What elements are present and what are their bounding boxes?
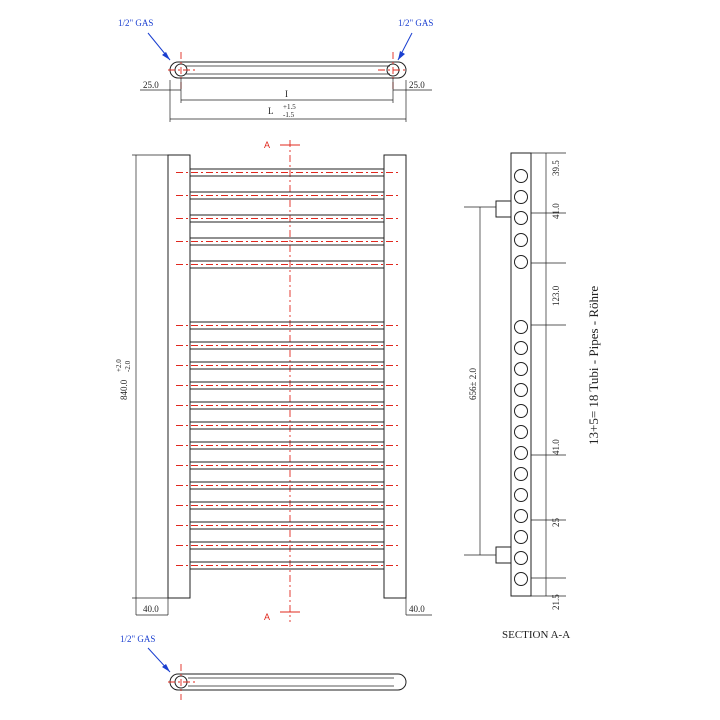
- tube-5: [189, 260, 385, 269]
- bottom-view: [168, 664, 407, 700]
- section-title: SECTION A-A: [502, 629, 570, 641]
- tube-4: [189, 237, 385, 246]
- top-view: [140, 52, 432, 122]
- section-tube-16: [514, 530, 528, 544]
- gas-label-top-right: 1/2" GAS: [398, 18, 433, 28]
- section-tube-13: [514, 467, 528, 481]
- section-mark-bottom: A: [264, 612, 270, 622]
- section-inlet-top: [495, 200, 512, 218]
- horizontal-tubes: [176, 168, 398, 570]
- section-tube-1: [514, 169, 528, 183]
- tube-12: [189, 441, 385, 450]
- height-dim: 840.0: [119, 379, 129, 400]
- tube-3: [189, 214, 385, 223]
- section-tube-2: [514, 190, 528, 204]
- section-dim-3: 123.0: [551, 285, 561, 306]
- right-collector: [383, 154, 407, 599]
- centers-dim: 656± 2.0: [468, 368, 478, 400]
- gas-label-bottom: 1/2" GAS: [120, 634, 155, 644]
- tube-14: [189, 481, 385, 490]
- bottom-rail-outline: [169, 673, 407, 691]
- section-tube-6: [514, 320, 528, 334]
- section-tube-9: [514, 383, 528, 397]
- section-tube-5: [514, 255, 528, 269]
- section-mark-top: A: [264, 140, 270, 150]
- top-offset-left: 25.0: [143, 80, 159, 90]
- section-tube-7: [514, 341, 528, 355]
- section-tube-14: [514, 488, 528, 502]
- tube-17: [189, 541, 385, 550]
- section-dim-5: 25: [551, 518, 561, 528]
- height-tol-plus: +2.0: [115, 359, 123, 372]
- tube-8: [189, 361, 385, 370]
- bottom-right-dim: 40.0: [409, 604, 425, 614]
- section-tube-10: [514, 404, 528, 418]
- length-tol-minus: -1.5: [283, 111, 295, 119]
- section-tube-11: [514, 425, 528, 439]
- tube-2: [189, 191, 385, 200]
- section-dim-4: 41.0: [551, 439, 561, 455]
- section-dim-6: 21.5: [551, 594, 561, 610]
- section-dim-2: 41.0: [551, 203, 561, 219]
- section-tube-8: [514, 362, 528, 376]
- tube-6: [189, 321, 385, 330]
- gas-label-top-left: 1/2" GAS: [118, 18, 153, 28]
- top-offset-right: 25.0: [409, 80, 425, 90]
- tube-18: [189, 561, 385, 570]
- top-rail-outline: [169, 61, 407, 79]
- section-view: [464, 152, 566, 597]
- section-inlet-bottom: [495, 546, 512, 564]
- section-tube-12: [514, 446, 528, 460]
- tube-7: [189, 341, 385, 350]
- front-view: [132, 140, 432, 622]
- overall-length-label: L: [268, 106, 274, 116]
- tube-10: [189, 401, 385, 410]
- section-dim-1: 39.5: [551, 160, 561, 176]
- left-collector: [167, 154, 191, 599]
- tube-13: [189, 461, 385, 470]
- section-tube-3: [514, 211, 528, 225]
- section-tube-17: [514, 551, 528, 565]
- height-tol-minus: -2.0: [124, 360, 132, 372]
- tubes-note: 13+5= 18 Tubi - Pipes - Röhre: [586, 286, 601, 445]
- section-tube-4: [514, 233, 528, 247]
- section-tube-15: [514, 509, 528, 523]
- tube-16: [189, 521, 385, 530]
- section-collector: [510, 152, 532, 597]
- tube-15: [189, 501, 385, 510]
- section-tube-circles: [514, 169, 528, 586]
- inner-length-label: I: [285, 89, 288, 99]
- tube-11: [189, 421, 385, 430]
- section-tube-18: [514, 572, 528, 586]
- bottom-left-dim: 40.0: [143, 604, 159, 614]
- tube-9: [189, 381, 385, 390]
- length-tol-plus: +1.5: [283, 103, 296, 111]
- tube-1: [189, 168, 385, 177]
